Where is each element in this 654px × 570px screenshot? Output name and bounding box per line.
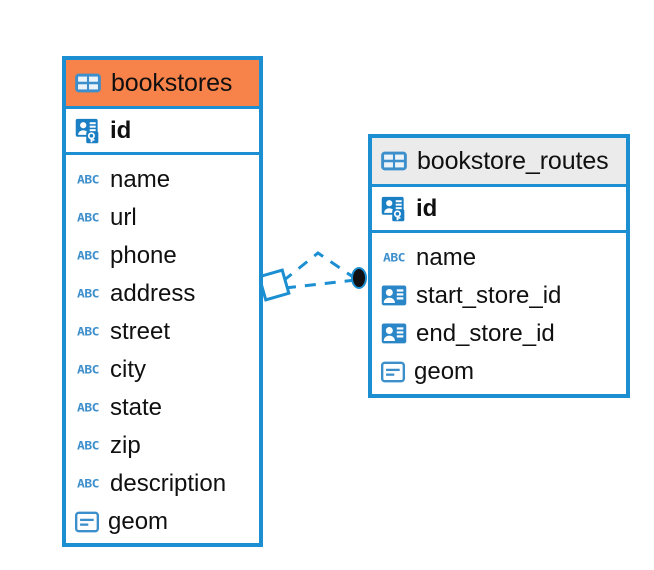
- filled-circle-marker: [351, 267, 367, 289]
- field-label: geom: [414, 358, 475, 385]
- table-icon: [74, 69, 102, 97]
- abc-text-icon: ABC: [77, 401, 99, 415]
- field-label: city: [110, 356, 146, 383]
- foreign-key-icon: [380, 320, 408, 348]
- field-row[interactable]: end_store_id: [372, 315, 626, 353]
- foreign-key-icon: [380, 282, 408, 310]
- entity-header-bookstore-routes[interactable]: bookstore_routes: [372, 138, 626, 187]
- field-row[interactable]: ABC phone: [66, 237, 259, 275]
- field-row[interactable]: ABC street: [66, 313, 259, 351]
- field-list: ABC name start_store_id: [372, 233, 626, 397]
- entity-title: bookstores: [111, 68, 233, 97]
- field-label: name: [110, 166, 171, 193]
- field-label: geom: [108, 508, 169, 535]
- field-row[interactable]: ABC address: [66, 275, 259, 313]
- entity-table-bookstores[interactable]: bookstores id: [62, 56, 263, 547]
- abc-text-icon: ABC: [77, 477, 99, 491]
- primary-key-row[interactable]: id: [372, 187, 626, 233]
- primary-key-icon: [74, 116, 104, 146]
- primary-key-label: id: [416, 194, 438, 222]
- abc-text-icon: ABC: [77, 325, 99, 339]
- field-row[interactable]: ABC city: [66, 351, 259, 389]
- field-label: start_store_id: [416, 282, 562, 309]
- field-label: description: [110, 470, 227, 497]
- geometry-icon: [74, 509, 100, 535]
- field-label: url: [110, 204, 137, 231]
- field-row[interactable]: start_store_id: [372, 277, 626, 315]
- field-label: zip: [110, 432, 141, 459]
- field-label: state: [110, 394, 163, 421]
- abc-text-icon: ABC: [383, 251, 405, 265]
- abc-text-icon: ABC: [77, 363, 99, 377]
- field-row[interactable]: ABC zip: [66, 427, 259, 465]
- primary-key-row[interactable]: id: [66, 109, 259, 155]
- field-list: ABC name ABC url ABC phone ABC: [66, 155, 259, 547]
- primary-key-icon: [380, 194, 410, 224]
- field-label: phone: [110, 242, 177, 269]
- field-label: name: [416, 244, 477, 271]
- field-row[interactable]: ABC state: [66, 389, 259, 427]
- table-icon: [380, 147, 408, 175]
- primary-key-label: id: [110, 116, 132, 144]
- relationship-edge-upper: [282, 251, 357, 283]
- relationship-edge-lower: [284, 278, 357, 290]
- abc-text-icon: ABC: [77, 439, 99, 453]
- abc-text-icon: ABC: [77, 287, 99, 301]
- entity-header-bookstores[interactable]: bookstores: [66, 60, 259, 109]
- geometry-icon: [380, 359, 406, 385]
- field-label: address: [110, 280, 196, 307]
- field-label: end_store_id: [416, 320, 555, 347]
- abc-text-icon: ABC: [77, 249, 99, 263]
- entity-table-bookstore-routes[interactable]: bookstore_routes id: [368, 134, 630, 398]
- abc-text-icon: ABC: [77, 211, 99, 225]
- field-row[interactable]: geom: [372, 353, 626, 391]
- abc-text-icon: ABC: [77, 173, 99, 187]
- field-row[interactable]: geom: [66, 503, 259, 541]
- field-row[interactable]: ABC name: [372, 239, 626, 277]
- diamond-marker: [257, 268, 291, 302]
- field-row[interactable]: ABC description: [66, 465, 259, 503]
- entity-title: bookstore_routes: [417, 146, 609, 175]
- field-row[interactable]: ABC name: [66, 161, 259, 199]
- field-row[interactable]: ABC url: [66, 199, 259, 237]
- field-label: street: [110, 318, 171, 345]
